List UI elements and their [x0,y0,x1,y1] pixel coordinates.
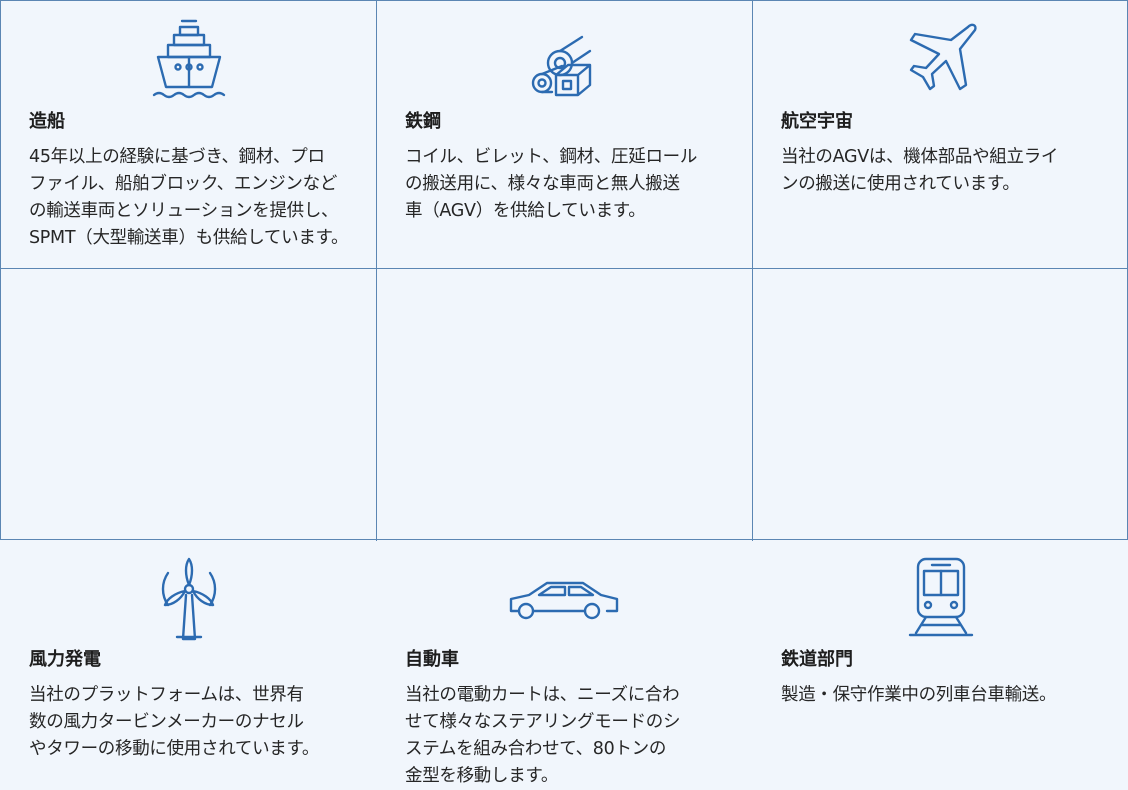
description-line: SPMT（大型輸送車）も供給しています。 [29,228,349,248]
description-line: ファイル、船舶ブロック、エンジンなど [29,174,338,194]
description-line: 製造・保守作業中の列車台車輸送。 [781,685,1057,705]
industry-description: 当社のAGVは、機体部品や組立ライ ンの搬送に使用されています。 [781,144,1111,198]
description-line: 当社のAGVは、機体部品や組立ライ [781,147,1059,167]
description-line: ステムを組み合わせて、80トンの [405,739,667,759]
industry-description: 当社のプラットフォームは、世界有 数の風力タービンメーカーのナセル やタワーの移… [29,682,359,763]
description-line: 45年以上の経験に基づき、鋼材、プロ [29,147,325,167]
industry-card-automotive: 自動車 当社の電動カートは、ニーズに合わ せて様々なステアリングモードのシ ステ… [377,269,753,786]
industry-description: 当社の電動カートは、ニーズに合わ せて様々なステアリングモードのシ ステムを組み… [405,682,735,790]
description-line: コイル、ビレット、鋼材、圧延ロール [405,147,698,167]
industry-card-wind-power: 風力発電 当社のプラットフォームは、世界有 数の風力タービンメーカーのナセル や… [1,269,377,759]
description-line: 数の風力タービンメーカーのナセル [29,712,304,732]
description-line: やタワーの移動に使用されています。 [29,739,320,759]
industry-card-railway: 鉄道部門 製造・保守作業中の列車台車輸送。 [753,269,1128,705]
industry-card-steel: 鉄鋼 コイル、ビレット、鋼材、圧延ロール の搬送用に、様々な車両と無人搬送 車（… [377,1,753,269]
industry-description: 製造・保守作業中の列車台車輸送。 [781,682,1111,709]
industry-card-shipbuilding: 造船 45年以上の経験に基づき、鋼材、プロ ファイル、船舶ブロック、エンジンなど… [1,1,377,269]
industry-title: 鉄鋼 [405,111,441,132]
industry-description: コイル、ビレット、鋼材、圧延ロール の搬送用に、様々な車両と無人搬送 車（AGV… [405,144,735,225]
industry-title: 鉄道部門 [781,649,853,670]
description-line: 車（AGV）を供給しています。 [405,201,646,221]
industry-title: 風力発電 [29,649,101,670]
industry-title: 造船 [29,111,65,132]
train-icon [896,553,986,645]
description-line: 当社のプラットフォームは、世界有 [29,685,304,705]
wind-turbine-icon [144,553,234,645]
description-line: 金型を移動します。 [405,766,559,786]
description-line: ンの搬送に使用されています。 [781,174,1020,194]
ship-icon [144,15,234,107]
steel-coil-icon [520,15,610,107]
industry-description: 45年以上の経験に基づき、鋼材、プロ ファイル、船舶ブロック、エンジンなど の輸… [29,144,359,252]
industry-title: 自動車 [405,649,459,670]
description-line: 当社の電動カートは、ニーズに合わ [405,685,680,705]
industry-card-aerospace: 航空宇宙 当社のAGVは、機体部品や組立ライ ンの搬送に使用されています。 [753,1,1128,269]
description-line: の輸送車両とソリューションを提供し、 [29,201,339,221]
description-line: せて様々なステアリングモードのシ [405,712,681,732]
airplane-icon [896,15,986,107]
car-icon [505,553,625,645]
industry-title: 航空宇宙 [781,111,853,132]
description-line: の搬送用に、様々な車両と無人搬送 [405,174,680,194]
